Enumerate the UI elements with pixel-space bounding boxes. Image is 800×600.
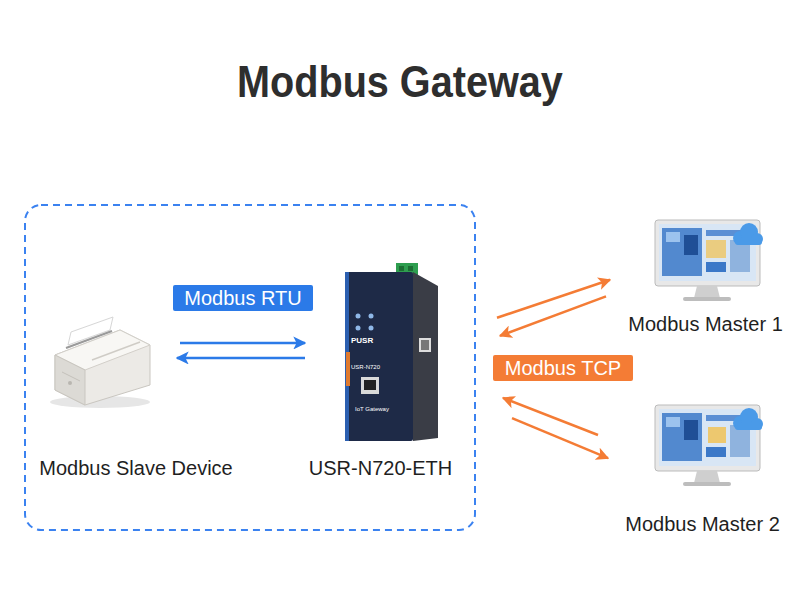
protocol-arrow	[177, 357, 305, 360]
node-box: Modbus Master 2	[652, 403, 765, 492]
node-box: Modbus Slave Device	[50, 315, 150, 405]
gateway-device-illustration	[345, 263, 438, 441]
diagram-title-text: Modbus Gateway	[237, 56, 563, 108]
device-marking: USR-N720	[351, 364, 380, 370]
computer-illustration	[655, 405, 763, 486]
node-box: USR-N720-ETH	[343, 262, 442, 442]
protocol-arrow	[503, 398, 598, 435]
protocol-label: Modbus TCP	[493, 355, 633, 381]
device-marking: IoT Gateway	[355, 406, 389, 412]
printer-illustration	[50, 317, 150, 408]
node-label: USR-N720-ETH	[309, 457, 452, 480]
node-label: Modbus Master 2	[625, 513, 780, 536]
computer-illustration	[655, 220, 763, 301]
protocol-label: Modbus RTU	[173, 285, 313, 311]
protocol-arrow	[180, 342, 305, 345]
protocol-arrow	[497, 280, 610, 318]
node-box: Modbus Master 1	[652, 218, 765, 305]
node-label: Modbus Master 1	[628, 313, 783, 336]
device-marking: PUSR	[351, 337, 373, 345]
protocol-arrow	[512, 418, 608, 458]
diagram-title: Modbus Gateway	[0, 56, 800, 108]
dashed-group-frame	[25, 205, 475, 530]
protocol-arrow	[500, 296, 606, 336]
node-label: Modbus Slave Device	[39, 457, 232, 480]
